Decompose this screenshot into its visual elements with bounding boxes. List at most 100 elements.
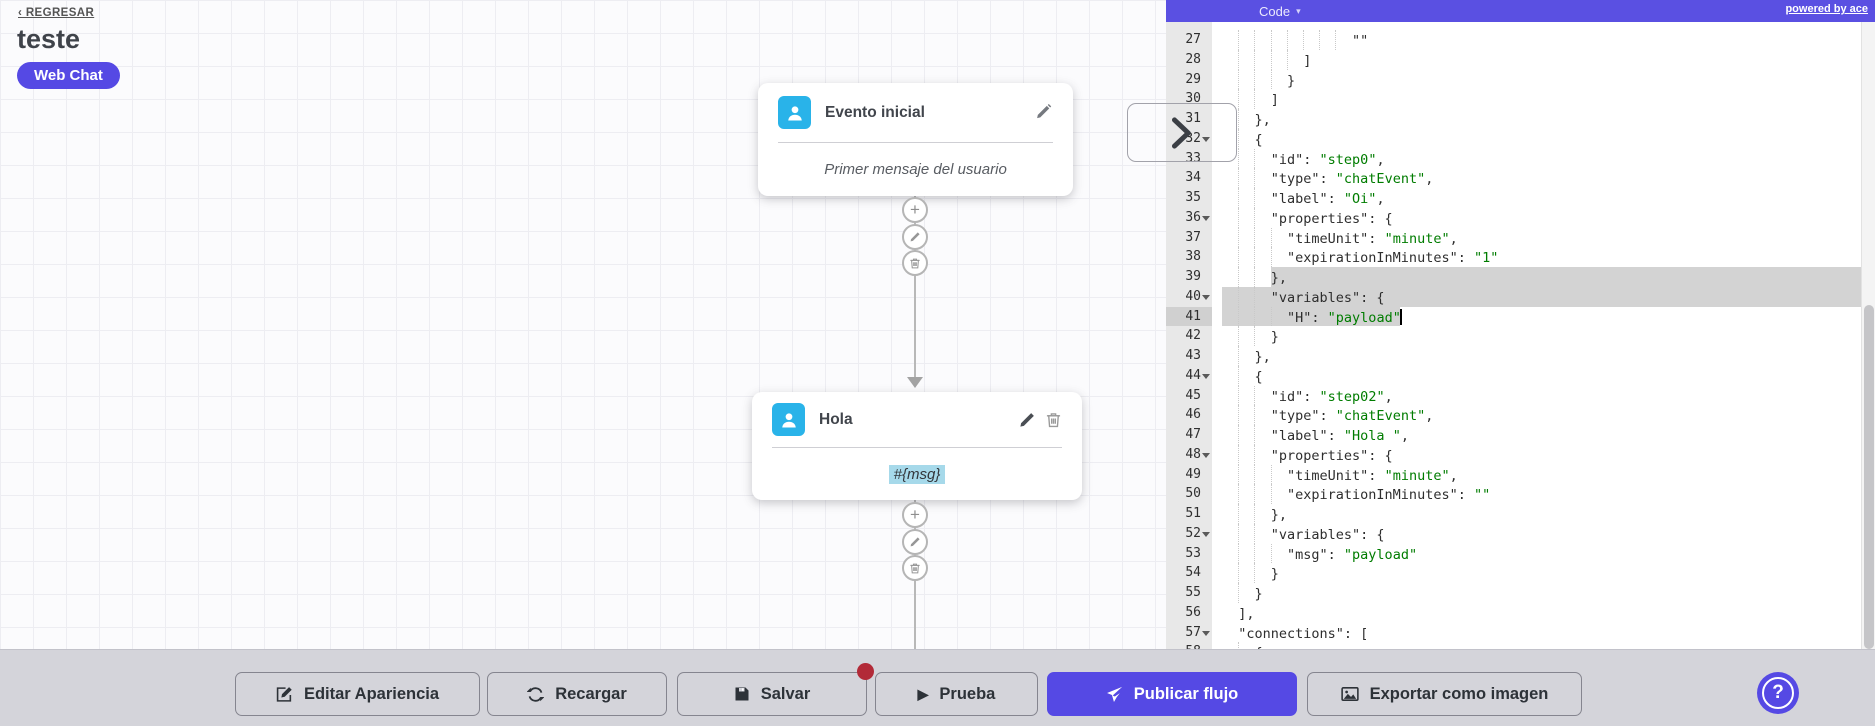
line-number[interactable]: 44 (1185, 367, 1201, 383)
selection-highlight (1270, 267, 1861, 287)
code-line[interactable]: 27 "" (1166, 30, 1861, 50)
code-line[interactable]: 49 "timeUnit": "minute", (1166, 464, 1861, 485)
code-line[interactable]: 58 { (1166, 642, 1861, 649)
line-number[interactable]: 29 (1185, 71, 1201, 87)
edit-node-icon[interactable] (1018, 411, 1036, 429)
fold-arrow-icon[interactable] (1202, 136, 1210, 142)
line-number[interactable]: 40 (1185, 288, 1201, 304)
code-line[interactable]: 47 "label": "Hola ", (1166, 425, 1861, 445)
line-number[interactable]: 58 (1166, 642, 1212, 649)
code-line[interactable]: 31 }, (1166, 109, 1861, 129)
code-line[interactable]: 29 } (1166, 69, 1861, 90)
code-line[interactable]: 38 "expirationInMinutes": "1" (1166, 247, 1861, 267)
panel-collapse-handle[interactable] (1127, 103, 1237, 162)
code-line[interactable]: 53 "msg": "payload" (1166, 543, 1861, 564)
line-number[interactable]: 55 (1185, 585, 1201, 600)
line-number[interactable]: 45 (1185, 387, 1201, 403)
fold-arrow-icon[interactable] (1202, 215, 1210, 221)
code-line[interactable]: 44 { (1166, 365, 1861, 386)
code-line[interactable]: 55 } (1166, 583, 1861, 603)
flow-node-hola[interactable]: Hola #{msg} (752, 392, 1082, 500)
help-button[interactable]: ? (1757, 672, 1799, 714)
flow-canvas[interactable]: ‹ REGRESAR teste Web Chat Evento inicial (0, 0, 1166, 649)
line-number[interactable]: 39 (1185, 269, 1201, 284)
fold-arrow-icon[interactable] (1202, 630, 1210, 636)
code-line[interactable]: 54 } (1166, 563, 1861, 583)
fold-arrow-icon[interactable] (1202, 373, 1210, 379)
powered-by-ace-link[interactable]: powered by ace (1785, 3, 1868, 15)
export-image-button[interactable]: Exportar como imagen (1307, 672, 1582, 716)
code-line[interactable]: 36 "properties": { (1166, 207, 1861, 228)
fold-arrow-icon[interactable] (1202, 531, 1210, 537)
save-button[interactable]: Salvar (677, 672, 867, 716)
fold-arrow-icon[interactable] (1202, 452, 1210, 458)
indent-guide (1254, 148, 1256, 169)
line-number[interactable]: 28 (1185, 51, 1201, 67)
editor-scrollbar[interactable] (1861, 22, 1875, 649)
line-number[interactable]: 53 (1185, 545, 1201, 561)
code-mode-dropdown[interactable]: Code ▾ (1259, 3, 1301, 19)
line-number[interactable]: 34 (1185, 170, 1201, 186)
line-number[interactable]: 49 (1185, 466, 1201, 482)
edit-node-icon[interactable] (1035, 103, 1053, 122)
code-line[interactable]: 46 "type": "chatEvent", (1166, 405, 1861, 425)
code-line[interactable]: 48 "properties": { (1166, 444, 1861, 465)
line-number[interactable]: 35 (1185, 190, 1201, 205)
line-number[interactable]: 46 (1185, 407, 1201, 423)
reload-button[interactable]: Recargar (487, 672, 667, 716)
edit-appearance-button[interactable]: Editar Apariencia (235, 672, 480, 716)
edit-connection-button[interactable] (902, 529, 928, 555)
line-number[interactable]: 51 (1185, 506, 1201, 521)
delete-connection-button[interactable] (902, 555, 928, 581)
test-button[interactable]: ▶ Prueba (875, 672, 1038, 716)
line-number[interactable]: 27 (1185, 32, 1201, 47)
code-editor[interactable]: 27 ""28 ]29 }30 ]31 },32 {33 "id": "step… (1166, 22, 1875, 649)
add-step-button[interactable]: + (902, 197, 928, 223)
code-line[interactable]: 57 "connections": [ (1166, 623, 1861, 643)
line-number[interactable]: 56 (1185, 604, 1201, 620)
code-line[interactable]: 37 "timeUnit": "minute", (1166, 227, 1861, 248)
line-number[interactable]: 50 (1185, 486, 1201, 502)
fold-arrow-icon[interactable] (1202, 294, 1210, 300)
code-line[interactable]: 39 }, (1166, 267, 1861, 287)
flow-node-evento-inicial[interactable]: Evento inicial Primer mensaje del usuari… (758, 83, 1073, 196)
line-number[interactable]: 31 (1185, 111, 1201, 126)
add-step-button[interactable]: + (902, 502, 928, 528)
line-number[interactable]: 52 (1185, 525, 1201, 541)
back-link[interactable]: ‹ REGRESAR (18, 7, 95, 19)
edit-connection-button[interactable] (902, 224, 928, 250)
code-line-content: "type": "chatEvent", (1212, 168, 1861, 188)
line-number[interactable]: 54 (1185, 565, 1201, 581)
code-line[interactable]: 45 "id": "step02", (1166, 385, 1861, 406)
question-mark-icon: ? (1762, 677, 1794, 709)
code-line[interactable]: 33 "id": "step0", (1166, 148, 1861, 169)
code-line[interactable]: 50 "expirationInMinutes": "" (1166, 484, 1861, 504)
code-line[interactable]: 52 "variables": { (1166, 523, 1861, 544)
line-number[interactable]: 48 (1185, 446, 1201, 462)
line-number[interactable]: 30 (1185, 91, 1201, 107)
line-number[interactable]: 57 (1185, 624, 1201, 640)
delete-connection-button[interactable] (902, 250, 928, 276)
code-line[interactable]: 56 ], (1166, 603, 1861, 623)
line-number[interactable]: 36 (1185, 209, 1201, 225)
delete-node-icon[interactable] (1045, 411, 1062, 428)
code-line[interactable]: 35 "label": "Oi", (1166, 188, 1861, 208)
code-line[interactable]: 51 }, (1166, 504, 1861, 524)
code-line[interactable]: 42 } (1166, 326, 1861, 346)
code-line[interactable]: 34 "type": "chatEvent", (1166, 168, 1861, 188)
publish-flow-button[interactable]: Publicar flujo (1047, 672, 1297, 716)
code-line[interactable]: 32 { (1166, 128, 1861, 149)
line-number[interactable]: 47 (1185, 427, 1201, 442)
line-number[interactable]: 41 (1166, 306, 1212, 327)
line-number[interactable]: 42 (1185, 328, 1201, 344)
line-number[interactable]: 43 (1185, 348, 1201, 363)
scrollbar-thumb[interactable] (1864, 305, 1874, 649)
code-line[interactable]: 30 ] (1166, 89, 1861, 109)
line-number[interactable]: 38 (1185, 249, 1201, 265)
line-number[interactable]: 37 (1185, 229, 1201, 245)
code-line[interactable]: 28 ] (1166, 49, 1861, 70)
code-line[interactable]: 43 }, (1166, 346, 1861, 366)
code-line-content: ] (1212, 89, 1861, 109)
code-line[interactable]: 41 "H": "payload" (1166, 306, 1861, 327)
code-line[interactable]: 40 "variables": { (1166, 286, 1861, 307)
